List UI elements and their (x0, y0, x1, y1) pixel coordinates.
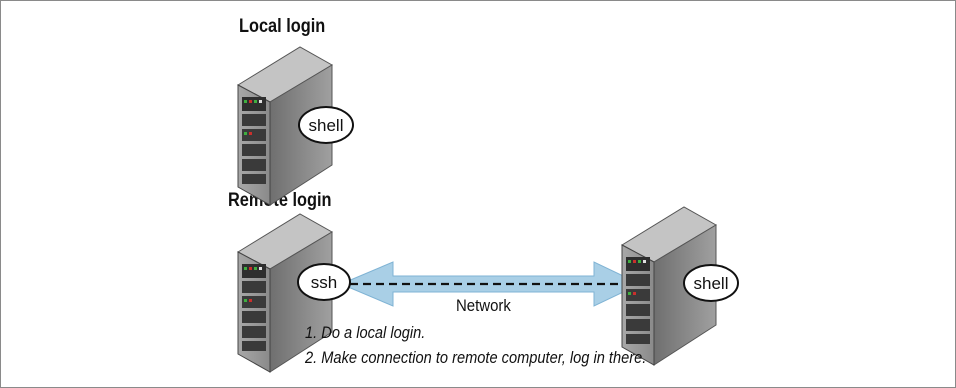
remote-shell-label: shell (694, 274, 729, 293)
step-2: 2. Make connection to remote computer, l… (305, 348, 647, 367)
ssh-label: ssh (311, 273, 337, 292)
ssh-bubble (297, 263, 351, 301)
local-login-title: Local login (239, 16, 326, 37)
step-1: 1. Do a local login. (305, 323, 426, 342)
local-shell-bubble (298, 106, 354, 144)
remote-shell-bubble (683, 264, 739, 302)
local-shell-label: shell (309, 116, 344, 135)
network-label: Network (456, 296, 511, 315)
